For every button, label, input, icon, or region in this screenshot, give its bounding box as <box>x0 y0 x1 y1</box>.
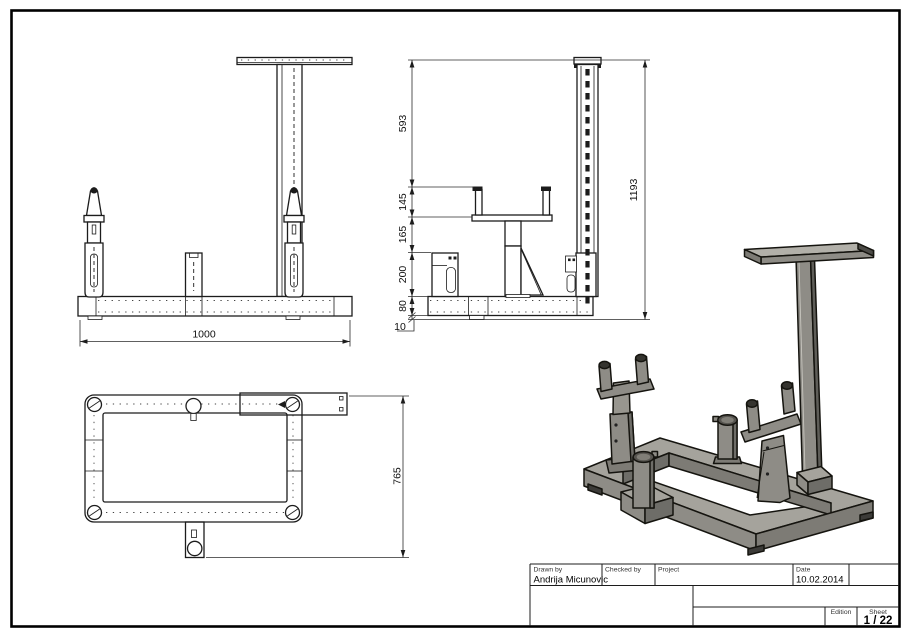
dim-top-depth: 765 <box>206 395 409 558</box>
dim-text-1000: 1000 <box>192 329 216 341</box>
dim-text-10: 10 <box>394 321 406 333</box>
date-value: 10.02.2014 <box>796 575 844 586</box>
iso-right-fork <box>740 381 802 504</box>
front-right-cone-post <box>283 187 305 298</box>
top-view: 765 <box>84 392 409 559</box>
dim-text-165: 165 <box>397 226 409 244</box>
dim-text-80: 80 <box>397 300 409 312</box>
dim-text-145: 145 <box>397 193 409 211</box>
dim-chain: 593 145 165 200 80 10 <box>394 59 650 333</box>
dim-text-765: 765 <box>392 467 404 485</box>
front-left-cone-post <box>83 187 105 298</box>
dim-text-1193: 1193 <box>628 179 640 202</box>
iso-column <box>743 242 875 496</box>
sheet-border <box>10 9 901 628</box>
side-fork-support <box>471 186 553 298</box>
iso-front-cylinder <box>620 450 674 525</box>
date-label: Date <box>796 567 811 574</box>
title-block: Drawn by Andrija Micunovic Checked by Pr… <box>529 563 899 627</box>
edition-label: Edition <box>831 609 852 616</box>
sheet-number: 1 / 22 <box>864 615 893 627</box>
side-bracket <box>431 252 459 298</box>
project-label: Project <box>658 567 679 574</box>
dim-text-593: 593 <box>397 115 409 133</box>
dim-total-height: 1193 <box>628 60 648 320</box>
iso-center-cylinder <box>712 414 743 465</box>
dim-front-width: 1000 <box>79 320 351 347</box>
corner-screws <box>86 396 301 521</box>
drawn-by-label: Drawn by <box>534 567 563 574</box>
front-center-post <box>184 252 203 298</box>
sheet-label: Sheet <box>869 609 887 616</box>
front-view: 1000 <box>77 56 353 347</box>
isometric-view <box>583 242 875 556</box>
checked-by-label: Checked by <box>605 567 641 574</box>
iso-left-fork <box>596 353 655 474</box>
side-view: 593 145 165 200 80 10 1193 <box>394 56 650 333</box>
dim-text-200: 200 <box>397 266 409 284</box>
drawn-by-value: Andrija Micunovic <box>534 575 609 586</box>
